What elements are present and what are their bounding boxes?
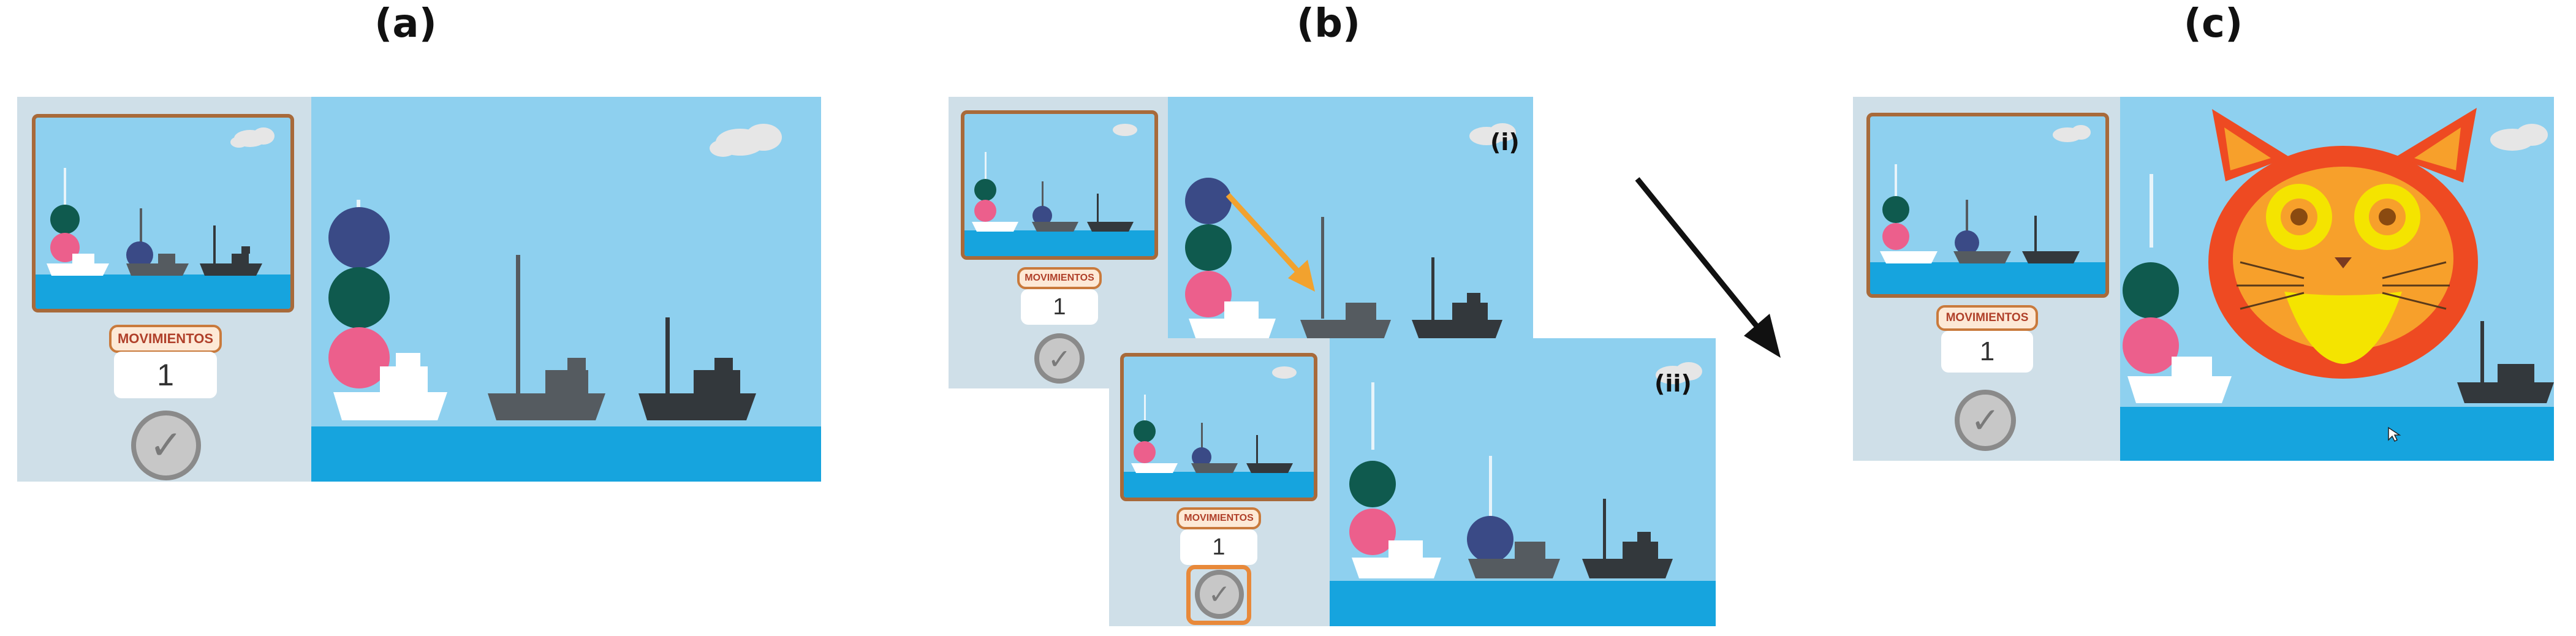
ball-icon [1185,224,1232,271]
check-button[interactable]: ✓ [1955,390,2016,451]
goal-preview-scene-b-ii [1124,366,1314,498]
boat-icon [2127,357,2232,403]
boat-icon [1468,542,1560,578]
moves-counter: 1 [1180,529,1257,565]
ball-icon [328,267,390,328]
game-scene-c [2120,97,2554,461]
boat-icon [47,254,109,276]
boat-icon [488,358,605,420]
ball-icon [974,179,996,201]
ball-icon [50,205,80,234]
boat-icon [1412,293,1502,339]
game-scene-svg-b-ii [1330,362,1716,626]
goal-preview-c [1866,113,2109,298]
boat-icon [1352,540,1441,578]
ball-icon [1185,178,1232,224]
arrow-icon [1635,177,1781,358]
goal-preview-scene-a [36,127,290,309]
sea [311,426,821,482]
ball-icon [2123,317,2179,374]
ball-icon [1032,206,1052,225]
game-scene-svg-c [2120,108,2554,461]
ball-icon [328,207,390,268]
check-button[interactable]: ✓ [131,411,201,480]
moves-counter: 1 [114,352,217,398]
ball-icon [1467,516,1513,562]
moves-counter: 1 [1021,289,1098,325]
boat-icon [1189,301,1276,339]
cloud-icon [1272,366,1297,379]
sub-label-ii: (ii) [1654,370,1692,397]
sub-label-i: (i) [1490,129,1520,156]
check-button[interactable]: ✓ [1195,570,1244,619]
goal-preview-a [32,114,294,312]
game-scene-a [311,97,821,482]
ball-icon [974,200,996,222]
moves-counter: 1 [1941,331,2033,373]
ball-icon [1349,461,1396,507]
cloud-icon [230,127,275,148]
moves-label: MOVIMIENTOS [1176,507,1261,529]
ball-icon [126,241,153,268]
ball-icon [1955,230,1979,255]
cloud-icon [2490,124,2548,151]
panel-label-b: (b) [1296,1,1361,47]
moves-label: MOVIMIENTOS [109,325,222,353]
cat-icon [2208,108,2478,379]
arrow-icon [1225,192,1315,292]
ball-icon [1192,447,1211,467]
boat-icon [333,353,447,420]
boat-icon [200,246,262,276]
panel-label-c: (c) [2183,1,2243,47]
goal-preview-scene-c [1870,125,2105,294]
goal-preview-b-ii [1120,353,1317,501]
boat-icon [126,254,189,276]
boat-icon [2457,364,2554,403]
goal-preview-b-i [961,110,1158,260]
ball-icon [328,327,390,388]
mast [64,168,66,229]
ball-icon [1349,509,1396,555]
sea [36,274,290,309]
panel-label-a: (a) [374,1,437,47]
boat-icon [1582,532,1673,578]
boat-icon [1300,303,1391,339]
moves-label: MOVIMIENTOS [1936,305,2038,331]
cursor-icon [2388,426,2401,442]
moves-label: MOVIMIENTOS [1017,267,1102,289]
game-scene-b-ii [1330,338,1716,626]
goal-preview-scene-b-i [964,124,1154,256]
ball-icon [1185,271,1232,317]
cloud-icon [710,124,782,157]
check-button-highlight [1186,565,1251,625]
check-button[interactable]: ✓ [1034,333,1085,384]
game-scene-svg-a [311,124,821,482]
ball-icon [1134,441,1156,463]
ball-icon [1882,223,1909,250]
ball-icon [2123,262,2179,319]
ball-icon [1882,196,1909,223]
boat-icon [638,358,756,420]
cloud-icon [1113,124,1137,136]
ball-icon [1134,420,1156,442]
